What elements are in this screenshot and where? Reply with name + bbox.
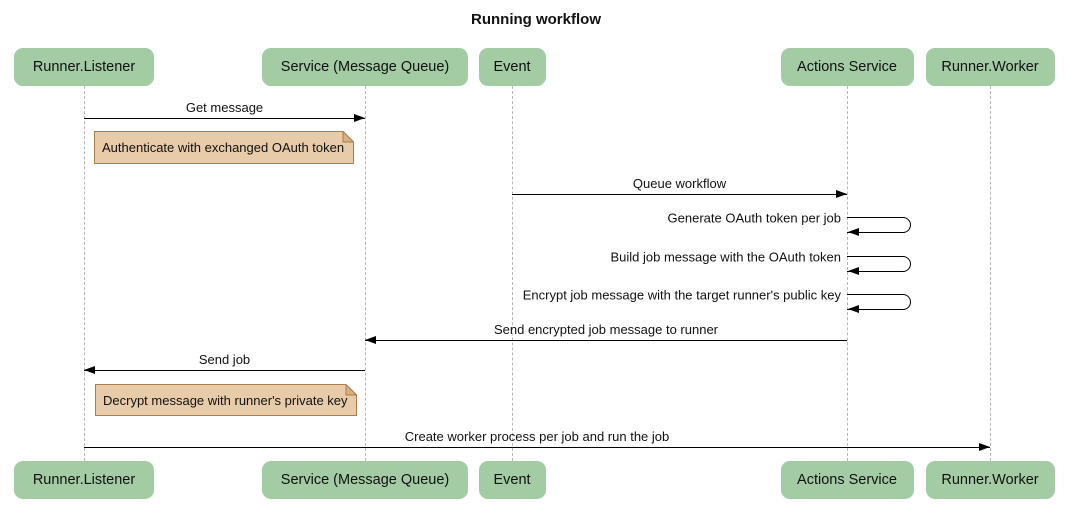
participant-bottom-service-mq: Service (Message Queue) (262, 461, 468, 499)
lifeline-runner-worker (990, 86, 991, 461)
message-line-send-job (84, 370, 365, 371)
self-arrowhead-encrypt-job-message (848, 305, 859, 313)
participant-bottom-runner-listener: Runner.Listener (14, 461, 154, 499)
self-message-loop-encrypt-job-message (847, 294, 911, 310)
note-shape (94, 131, 354, 164)
participant-bottom-runner-worker: Runner.Worker (925, 461, 1055, 499)
note-note-decrypt: Decrypt message with runner's private ke… (95, 384, 357, 416)
participant-top-event: Event (478, 48, 546, 86)
self-message-loop-generate-token (847, 217, 911, 233)
arrowhead-get-message (354, 114, 365, 122)
lifeline-runner-listener (84, 86, 85, 461)
self-message-label-encrypt-job-message: Encrypt job message with the target runn… (522, 287, 841, 303)
message-label-send-encrypted: Send encrypted job message to runner (493, 322, 719, 337)
note-shape (95, 384, 357, 416)
message-label-get-message: Get message (185, 100, 264, 115)
lifeline-event (512, 86, 513, 461)
message-line-create-worker (84, 447, 990, 448)
participant-top-actions-service: Actions Service (780, 48, 914, 86)
message-line-get-message (84, 118, 365, 119)
participant-bottom-event: Event (478, 461, 546, 499)
message-line-queue-workflow (512, 194, 847, 195)
participant-top-runner-worker: Runner.Worker (925, 48, 1055, 86)
arrowhead-send-job (84, 366, 95, 374)
message-label-create-worker: Create worker process per job and run th… (404, 429, 670, 444)
message-line-send-encrypted (365, 340, 847, 341)
self-message-loop-build-job-message (847, 256, 911, 272)
arrowhead-queue-workflow (836, 190, 847, 198)
note-text-note-authenticate: Authenticate with exchanged OAuth token (102, 140, 345, 155)
note-note-authenticate: Authenticate with exchanged OAuth token (94, 131, 354, 164)
note-text-note-decrypt: Decrypt message with runner's private ke… (103, 392, 348, 408)
message-label-send-job: Send job (198, 352, 251, 367)
arrowhead-create-worker (979, 443, 990, 451)
lifeline-actions-service (847, 86, 848, 461)
self-message-label-generate-token: Generate OAuth token per job (667, 210, 841, 226)
participant-top-service-mq: Service (Message Queue) (262, 48, 468, 86)
lifeline-service-mq (365, 86, 366, 461)
message-label-queue-workflow: Queue workflow (632, 176, 727, 191)
self-arrowhead-build-job-message (848, 267, 859, 275)
arrowhead-send-encrypted (365, 336, 376, 344)
participant-bottom-actions-service: Actions Service (780, 461, 914, 499)
self-message-label-build-job-message: Build job message with the OAuth token (610, 249, 841, 265)
self-arrowhead-generate-token (848, 228, 859, 236)
participant-top-runner-listener: Runner.Listener (14, 48, 154, 86)
diagram-title: Running workflow (471, 11, 601, 28)
